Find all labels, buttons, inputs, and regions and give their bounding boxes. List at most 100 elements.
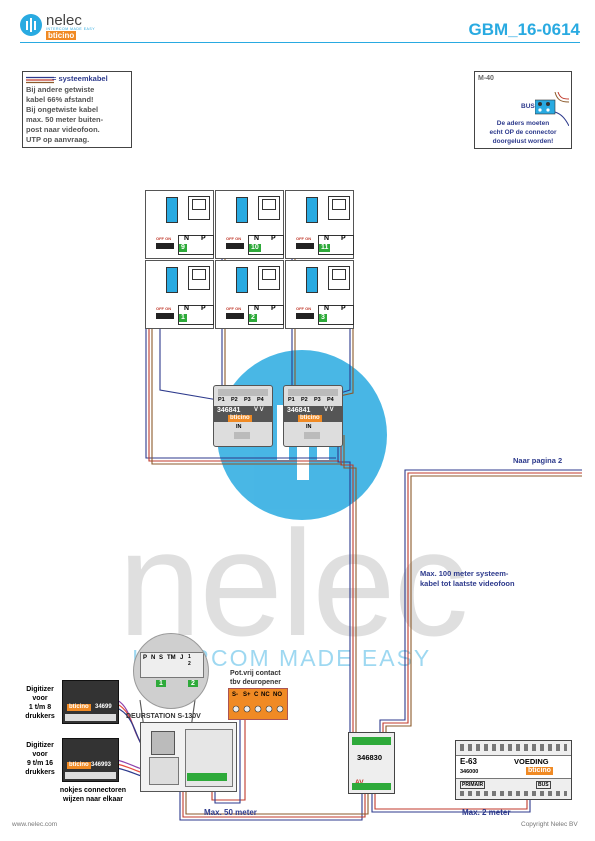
- digitizer-terminals: [65, 714, 116, 721]
- distributor-in-terminals: [304, 432, 320, 439]
- panel-connector-icon: [166, 267, 178, 293]
- distributor-vv: V V: [324, 407, 334, 413]
- legend-line: Bij ongetwiste kabel: [26, 105, 99, 114]
- panel-switch-label: OFF ON: [156, 306, 172, 311]
- panel-np-box: [248, 235, 284, 255]
- relay-terminal: NC: [261, 692, 270, 698]
- nokjes-label: wijzen naar elkaar: [63, 796, 123, 803]
- videophone-panel: OFF ON N P 10: [215, 190, 284, 259]
- wire-brown: [343, 435, 357, 735]
- distributor-in-terminals: [234, 432, 250, 439]
- panel-n-label: N: [184, 235, 190, 242]
- panel-screen: [258, 196, 280, 220]
- digitizer-brand: bticino: [67, 762, 91, 769]
- panel-switch: [226, 243, 244, 249]
- power-supply-brand: bticino: [526, 767, 553, 775]
- distributor: P1 P2 P3 P4 346841 V V bticino IN: [283, 385, 343, 447]
- max2-label: Max. 2 meter: [462, 808, 511, 817]
- footer-left: www.nelec.com: [12, 821, 58, 828]
- m40-note: echt OP de connector: [489, 129, 557, 136]
- interface-346830: 346830 AV: [348, 732, 395, 794]
- panel-p-label: P: [341, 235, 346, 242]
- digitizer-terminals: [65, 772, 116, 779]
- panel-n-label: N: [324, 235, 330, 242]
- zoom-number: 1: [156, 680, 166, 687]
- power-supply-bus: BUS: [536, 781, 551, 789]
- distributor-port: P2: [301, 397, 308, 403]
- digitizer-label: voor: [32, 751, 48, 758]
- m40-bus-label: BUS: [521, 103, 535, 110]
- panel-screen: [188, 196, 210, 220]
- power-supply-primair: PRIMAIR: [460, 781, 486, 789]
- panel-n-label: N: [254, 235, 260, 242]
- panel-screen: [328, 196, 350, 220]
- digitizer-module: bticino 346993: [62, 738, 119, 782]
- digitizer-label: Digitizer: [26, 686, 54, 693]
- wire-brown: [385, 475, 582, 735]
- relay-screws-icon: [232, 705, 284, 713]
- panel-p-label: P: [341, 305, 346, 312]
- panel-np-box: [178, 305, 214, 325]
- panel-switch: [156, 243, 174, 249]
- naar-pagina-label: Naar pagina 2: [513, 456, 563, 465]
- digitizer-label: drukkers: [25, 769, 55, 776]
- digitizer-model: 346993: [91, 762, 112, 768]
- panel-connector-icon: [306, 197, 318, 223]
- digitizer-label: 1 t/m 8: [28, 704, 52, 711]
- legend-line: UTP op aanvraag.: [26, 135, 90, 144]
- interface-green-terminals: [352, 737, 391, 745]
- panel-connector-icon: [166, 197, 178, 223]
- distributor-model: 346841: [287, 407, 311, 414]
- pot-vrij-label: Pot.vrij contact: [230, 670, 281, 677]
- wire-red: [340, 435, 354, 735]
- distributor-port: P4: [257, 397, 264, 403]
- power-supply-top-vents: [460, 744, 567, 751]
- panel-screen-inner: [332, 199, 346, 210]
- digitizer-brand: bticino: [67, 704, 91, 711]
- panel-np-box: [248, 305, 284, 325]
- zoom-terminal: N: [151, 655, 156, 661]
- m40-note: De aders moeten: [496, 120, 550, 127]
- distributor-port: P4: [327, 397, 334, 403]
- brand-name: nelec: [46, 12, 82, 29]
- distributor-terminals: [218, 389, 268, 396]
- door-station-keypad: [149, 757, 179, 785]
- panel-number: 10: [249, 244, 261, 252]
- panel-connector-icon: [236, 197, 248, 223]
- videophone-panel: OFF ON N P 9: [145, 190, 214, 259]
- wire-blue: [145, 285, 336, 459]
- panel-number: 1: [179, 314, 187, 322]
- max100-label: kabel tot laatste videofoon: [420, 579, 515, 588]
- digitizer-label: Digitizer: [26, 742, 54, 749]
- relay-terminal: S-: [232, 692, 238, 698]
- digitizer-label: voor: [32, 695, 48, 702]
- power-supply-model: E-63: [460, 757, 477, 766]
- distributor-in: IN: [236, 424, 242, 430]
- legend-line: Bij andere getwiste: [26, 85, 95, 94]
- legend-title: = systeemkabel: [52, 74, 108, 83]
- panel-switch: [156, 313, 174, 319]
- power-supply-number: 346000: [460, 769, 479, 775]
- zoom-terminal-block: [140, 652, 204, 678]
- nokjes-label: nokjes connectoren: [59, 787, 127, 794]
- panel-connector-icon: [236, 267, 248, 293]
- relay-terminal: S+: [243, 692, 251, 698]
- zoom-terminal: TM: [167, 655, 176, 661]
- panel-number: 9: [179, 244, 187, 252]
- deurstation-label: DEURSTATION S-130V: [126, 713, 201, 720]
- wire-red: [148, 285, 339, 462]
- digitizer-label: 9 t/m 16: [26, 760, 54, 767]
- interface-av: AV: [355, 779, 364, 786]
- terminal-zoom: P N S TM J 1 2 1 2: [133, 633, 209, 709]
- m40-note: doorgelust worden!: [492, 138, 554, 145]
- zoom-terminal: 2: [188, 661, 191, 667]
- wire-red: [382, 472, 582, 735]
- system-cable-sample: [26, 76, 54, 84]
- zoom-terminal: 1: [188, 654, 191, 660]
- max100-label: Max. 100 meter systeem-: [420, 569, 509, 578]
- logo-bars-icon: [26, 18, 36, 32]
- panel-screen: [258, 266, 280, 290]
- wire-blue: [179, 785, 363, 821]
- m40-box: M-40 BUS De aders moeten echt OP de conn…: [474, 71, 572, 149]
